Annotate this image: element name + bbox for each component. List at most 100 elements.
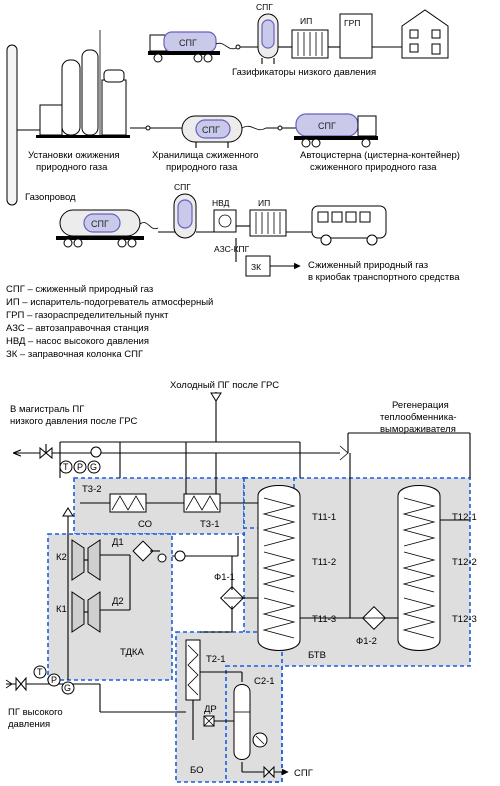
top-ip-evaporator: ИП <box>291 16 329 59</box>
storage-tank: СПГ <box>181 115 243 148</box>
eq-tdka: ТДКА <box>120 647 144 658</box>
svg-text:ГРП: ГРП <box>344 18 360 28</box>
cryotank-caption-2: в криобак транспортного средства <box>308 272 460 283</box>
eq-t32: Т3-2 <box>82 484 102 495</box>
exchanger-t12 <box>397 485 441 651</box>
mid-ip-evaporator: ИП <box>249 198 287 237</box>
abbreviation-legend: СПГ – сжиженный природный газ ИП – испар… <box>6 284 213 360</box>
lng-out-label: СПГ <box>294 768 313 779</box>
heater-tdka <box>132 540 154 562</box>
svg-text:T: T <box>37 667 43 677</box>
eq-f12: Ф1-2 <box>356 636 377 647</box>
tanker-caption-2: сжиженного природного газа <box>310 162 437 173</box>
gauge-t-top <box>59 460 73 474</box>
gauge-t-bottom <box>33 665 47 679</box>
svg-text:СПГ: СПГ <box>256 2 273 12</box>
eq-d2: Д2 <box>112 596 124 607</box>
eq-k2: К2 <box>56 552 67 563</box>
nvd-pump: НВД <box>212 198 237 233</box>
eq-t12-3: Т12-3 <box>452 614 477 625</box>
storage-caption-2: природного газа <box>166 162 238 173</box>
lng-supply-scheme: Газопровод СПГ СПГ ИП <box>6 2 460 283</box>
legend-item: ГРП – газораспределительный пункт <box>6 310 169 321</box>
top-house <box>401 9 449 59</box>
pipeline-caption: Газопровод <box>25 192 76 203</box>
svg-text:СПГ: СПГ <box>179 38 197 48</box>
liquefaction-plants <box>17 30 130 138</box>
eq-btv: БТВ <box>308 650 326 661</box>
mid-spg-tank: СПГ <box>173 182 197 239</box>
eq-c21: С2-1 <box>254 676 275 687</box>
gauge-g-bottom <box>61 681 75 695</box>
hp-valve <box>15 676 27 692</box>
gauge-g-top <box>87 460 101 474</box>
svg-text:ЗК: ЗК <box>251 262 261 272</box>
eq-t11-3: Т11-3 <box>312 614 336 625</box>
svg-text:СПГ: СПГ <box>174 182 191 192</box>
eq-t11-2: Т11-2 <box>312 557 336 568</box>
regen-label-3: вымораживателя <box>380 424 456 435</box>
plants-caption-1: Установки ожижения <box>28 150 120 161</box>
eq-t12-2: Т12-2 <box>452 557 477 568</box>
main-line-label-2: низкого давления после ГРС <box>10 416 137 427</box>
eq-dr: ДР <box>204 704 217 715</box>
expander-d2 <box>87 591 101 633</box>
regen-label-2: теплообменника- <box>380 412 457 423</box>
expander-d1 <box>87 539 101 581</box>
gauge-p-bottom <box>47 673 61 687</box>
cold-gas-label: Холодный ПГ после ГРС <box>170 380 279 391</box>
bus <box>311 205 387 246</box>
eq-f11: Ф1-1 <box>214 572 235 583</box>
svg-text:ИП: ИП <box>258 198 270 208</box>
gauge-p-top <box>73 460 87 474</box>
pipeline-tube <box>6 44 18 206</box>
top-truck: СПГ <box>148 31 220 63</box>
legend-item: ЗК – заправочная колонка СПГ <box>6 349 143 360</box>
plants-caption-2: природного газа <box>36 162 108 173</box>
svg-text:P: P <box>51 675 57 685</box>
azs-label: АЗС-КПГ <box>214 244 250 254</box>
svg-text:G: G <box>64 683 71 693</box>
hp-gas-label-1: ПГ высокого <box>8 707 63 718</box>
svg-text:НВД: НВД <box>212 198 230 208</box>
eq-t11-1: Т11-1 <box>312 512 336 523</box>
outlet-valve <box>263 765 275 779</box>
hp-gas-label-2: давления <box>8 719 50 730</box>
legend-item: АЗС – автозаправочная станция <box>6 323 149 334</box>
cryotank-caption-1: Сжиженный природный газ <box>308 260 428 271</box>
tanker-truck: СПГ <box>294 113 378 148</box>
tanker-caption-1: Автоцистерна (цистерна-контейнер) <box>300 150 460 161</box>
svg-text:P: P <box>77 462 83 472</box>
svg-text:СПГ: СПГ <box>318 121 336 131</box>
compressor-k1 <box>71 591 85 633</box>
svg-text:G: G <box>90 462 97 472</box>
gasifiers-caption: Газификаторы низкого давления <box>232 67 376 78</box>
svg-text:СПГ: СПГ <box>202 125 220 135</box>
eq-t21: Т2-1 <box>206 654 226 665</box>
eq-co: СО <box>138 519 152 530</box>
legend-item: СПГ – сжиженный природный газ <box>6 284 153 295</box>
eq-bo: БО <box>190 765 204 776</box>
eq-t12-1: Т12-1 <box>452 512 477 523</box>
storage-caption-1: Хранилища сжиженного <box>152 150 259 161</box>
top-spg-tank: СПГ <box>256 2 279 64</box>
eq-d1: Д1 <box>112 537 124 548</box>
zone-tdka <box>47 533 173 681</box>
separator-c21 <box>233 684 251 760</box>
svg-text:СПГ: СПГ <box>91 219 109 229</box>
rail-tank-car: СПГ <box>56 209 144 248</box>
process-flow-diagram: Холодный ПГ после ГРС В магистраль ПГ ни… <box>5 380 477 783</box>
legend-item: ИП – испаритель-подогреватель атмосферны… <box>6 297 213 308</box>
regen-label-1: Регенерация <box>392 400 449 411</box>
svg-text:T: T <box>63 462 69 472</box>
main-line-label-1: В магистраль ПГ <box>10 404 84 415</box>
zone-bo-sep <box>225 665 283 783</box>
legend-item: НВД – насос высокого давления <box>6 336 149 347</box>
eq-k1: К1 <box>56 604 67 615</box>
svg-text:ИП: ИП <box>300 16 312 26</box>
compressor-k2 <box>71 539 85 581</box>
exchanger-t11 <box>257 485 301 651</box>
top-grp: ГРП <box>339 13 373 59</box>
eq-t31: Т3-1 <box>200 519 220 530</box>
